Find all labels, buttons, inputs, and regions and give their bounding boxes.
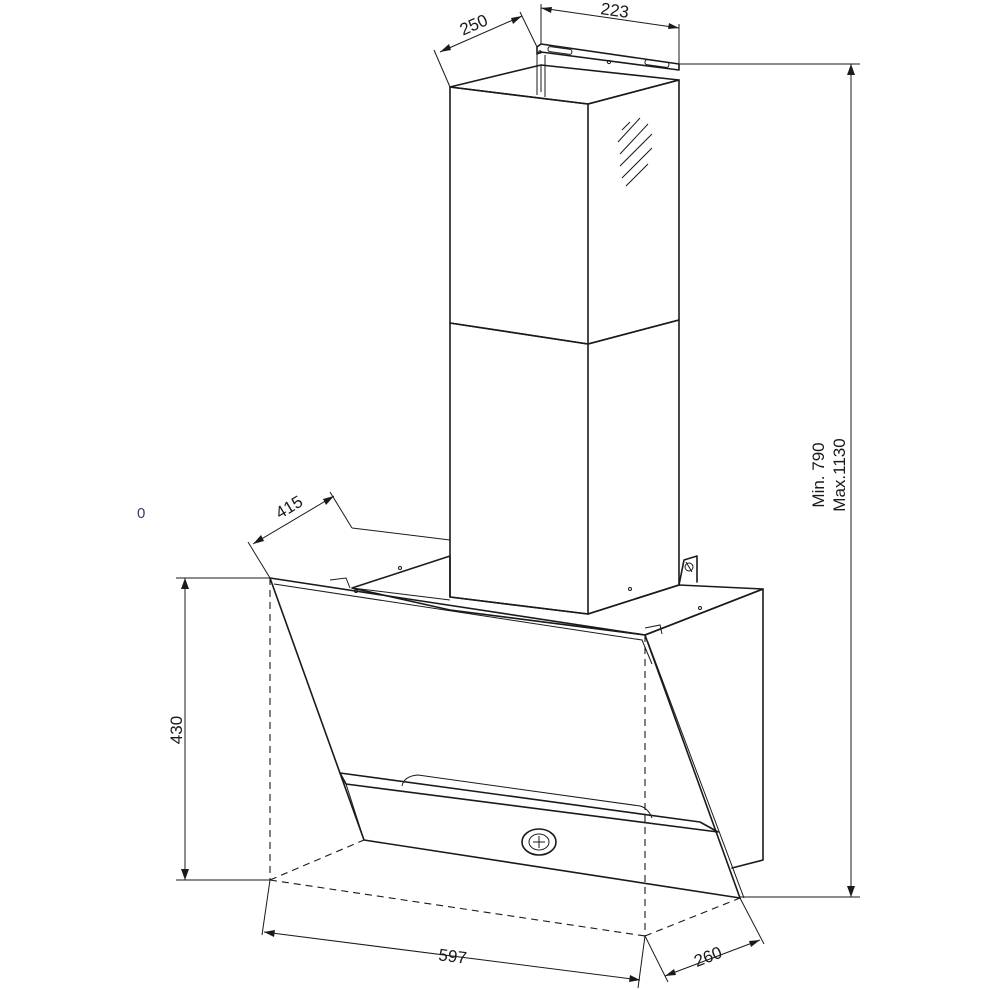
hood-depth-bottom-label: 260 (691, 943, 724, 971)
bracket-slot-left (547, 46, 573, 55)
control-strip (339, 772, 719, 833)
upper-chimney-front (449, 86, 589, 345)
stray-marker: 0 (137, 505, 145, 522)
chimney-width-label: 223 (599, 0, 630, 22)
bracket-slot-right (644, 59, 670, 68)
hood-height-label: 430 (167, 716, 186, 744)
dashed-envelope (269, 578, 741, 937)
dimension-hood-height: 430 (167, 577, 270, 881)
chimney (449, 43, 680, 615)
dimension-total-height: Min. 790 Max.1130 (679, 63, 860, 898)
upper-chimney-top (449, 64, 680, 105)
vent-slots-icon (617, 117, 653, 187)
lower-chimney-side (587, 319, 680, 615)
dimension-chimney-width: 223 (540, 0, 680, 64)
dimension-hood-width: 597 (261, 879, 646, 989)
hood-body (269, 555, 764, 899)
hood-depth-top-label: 415 (272, 492, 306, 523)
lower-chimney-front (449, 322, 589, 615)
chimney-depth-label: 250 (457, 11, 491, 40)
dimension-chimney-depth: 250 (433, 11, 538, 88)
upper-chimney-side (587, 79, 680, 345)
height-max-label: Max.1130 (830, 438, 849, 511)
control-knob-icon (521, 828, 557, 856)
dimension-hood-depth-bottom: 260 (644, 897, 765, 983)
height-min-label: Min. 790 (809, 442, 828, 507)
hood-width-label: 597 (437, 945, 467, 967)
hood-side-body (644, 588, 764, 869)
wall-bracket (678, 555, 698, 586)
